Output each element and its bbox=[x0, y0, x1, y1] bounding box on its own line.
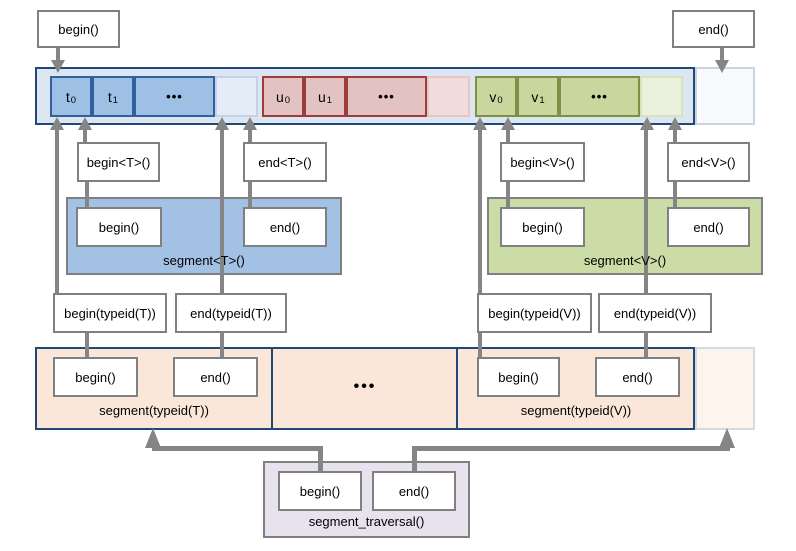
top-end-box: end() bbox=[672, 10, 755, 48]
container-bar-extension bbox=[695, 67, 755, 125]
traversal-begin-box: begin() bbox=[278, 471, 362, 511]
cell-v1-base: v bbox=[531, 88, 539, 105]
arrowhead-traversal-begin bbox=[145, 428, 161, 448]
segment-T-label: segment<T>() bbox=[163, 253, 245, 268]
typeid-V-segment-label: segment(typeid(V)) bbox=[520, 403, 632, 418]
arrowhead-end-typeid-V bbox=[640, 117, 654, 130]
typeid-V-begin-box: begin() bbox=[477, 357, 560, 397]
typeid-band-extension bbox=[695, 347, 755, 430]
connector-begin-typeid-V-to-bar bbox=[478, 128, 482, 293]
end-typeid-T-box: end(typeid(T)) bbox=[175, 293, 287, 333]
arrowhead-traversal-end bbox=[719, 428, 735, 448]
cell-t0-base: t bbox=[65, 88, 70, 105]
connector-traversal-begin-run bbox=[152, 446, 322, 451]
end-typeid-V-box: end(typeid(V)) bbox=[598, 293, 712, 333]
connector-traversal-end-riser bbox=[412, 446, 417, 473]
connector-begin-T-to-bar bbox=[83, 128, 87, 144]
begin-V-box: begin<V>() bbox=[500, 142, 585, 182]
cell-u-tail bbox=[427, 76, 470, 117]
connector-traversal-end-run bbox=[414, 446, 730, 451]
connector-top-begin bbox=[56, 48, 60, 62]
top-begin-box: begin() bbox=[37, 10, 120, 48]
segment-V-end-box: end() bbox=[667, 207, 750, 247]
cell-u1-base: u bbox=[317, 88, 326, 105]
connector-begin-V-to-segment-begin bbox=[506, 180, 510, 209]
cell-v1-sub: 1 bbox=[539, 95, 545, 106]
arrowhead-end-typeid-T bbox=[215, 117, 229, 130]
segment-V-begin-box: begin() bbox=[500, 207, 585, 247]
connector-traversal-begin-riser bbox=[318, 446, 323, 473]
connector-begin-typeid-V-to-band-begin bbox=[478, 331, 482, 359]
connector-begin-V-to-bar bbox=[506, 128, 510, 144]
cell-t-tail bbox=[215, 76, 258, 117]
cell-t1-base: t bbox=[107, 88, 112, 105]
end-V-box: end<V>() bbox=[667, 142, 750, 182]
connector-top-end bbox=[720, 48, 724, 62]
arrowhead-begin-T bbox=[78, 117, 92, 130]
connector-end-V-to-bar bbox=[673, 128, 677, 144]
cell-v0-sub: 0 bbox=[497, 95, 503, 106]
connector-begin-T-to-segment-begin bbox=[85, 180, 89, 209]
cell-u0-base: u bbox=[275, 88, 284, 105]
arrowhead-top-begin bbox=[51, 60, 65, 73]
arrowhead-end-T bbox=[243, 117, 257, 130]
connector-begin-typeid-T-to-bar bbox=[55, 128, 59, 293]
begin-typeid-V-box: begin(typeid(V)) bbox=[477, 293, 592, 333]
cell-u-ellipsis: ••• bbox=[346, 76, 427, 117]
connector-end-typeid-T-to-bar bbox=[220, 128, 224, 293]
cell-t1-sub: 1 bbox=[112, 95, 119, 106]
arrowhead-top-end bbox=[715, 60, 729, 73]
typeid-V-end-box: end() bbox=[595, 357, 680, 397]
typeid-band bbox=[35, 347, 695, 430]
cell-u1-sub: 1 bbox=[326, 95, 333, 106]
arrowhead-begin-typeid-T bbox=[50, 117, 64, 130]
connector-end-T-to-segment-end bbox=[248, 180, 252, 209]
arrowhead-end-V bbox=[668, 117, 682, 130]
typeid-T-end-box: end() bbox=[173, 357, 258, 397]
cell-u0-sub: 0 bbox=[284, 95, 291, 106]
connector-end-typeid-V-to-band-end bbox=[644, 331, 648, 359]
typeid-T-begin-box: begin() bbox=[53, 357, 138, 397]
end-T-box: end<T>() bbox=[243, 142, 327, 182]
connector-end-T-to-bar bbox=[248, 128, 252, 144]
connector-end-V-to-segment-end bbox=[673, 180, 677, 209]
connector-begin-typeid-T-to-band-begin bbox=[85, 331, 89, 359]
arrowhead-begin-typeid-V bbox=[473, 117, 487, 130]
cell-t0-sub: 0 bbox=[70, 95, 77, 106]
cell-v-tail bbox=[640, 76, 683, 117]
typeid-ellipsis: ••• bbox=[353, 378, 377, 395]
cell-t-ellipsis: ••• bbox=[134, 76, 215, 117]
arrowhead-begin-V bbox=[501, 117, 515, 130]
typeid-T-segment-label: segment(typeid(T)) bbox=[99, 403, 209, 418]
connector-end-typeid-T-to-band-end bbox=[220, 331, 224, 359]
typeid-band-divider-2 bbox=[456, 347, 458, 430]
traversal-label: segment_traversal() bbox=[308, 514, 425, 529]
segment-V-label: segment<V>() bbox=[583, 253, 667, 268]
cell-v0-base: v bbox=[489, 88, 497, 105]
begin-T-box: begin<T>() bbox=[77, 142, 160, 182]
segment-T-end-box: end() bbox=[243, 207, 327, 247]
connector-end-typeid-V-to-bar bbox=[644, 128, 648, 293]
segment-T-begin-box: begin() bbox=[76, 207, 162, 247]
typeid-band-divider-1 bbox=[271, 347, 273, 430]
traversal-end-box: end() bbox=[372, 471, 456, 511]
begin-typeid-T-box: begin(typeid(T)) bbox=[53, 293, 167, 333]
cell-v-ellipsis: ••• bbox=[559, 76, 640, 117]
